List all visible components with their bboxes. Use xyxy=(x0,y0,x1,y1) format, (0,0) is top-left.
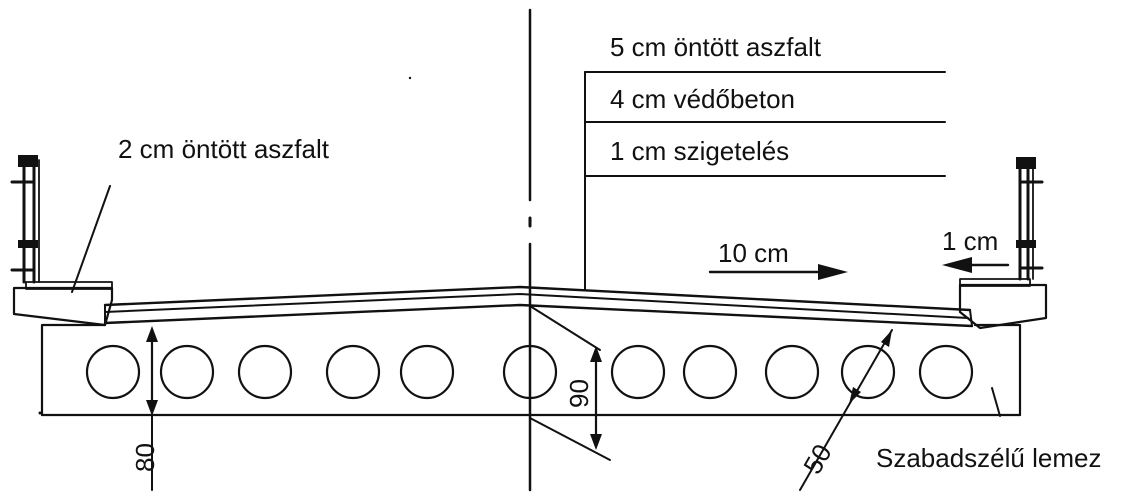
void-circle xyxy=(610,344,666,400)
void-circle xyxy=(764,344,820,400)
shift-right-label: 10 cm xyxy=(718,238,789,268)
layer-label-insulation: 1 cm szigetelés xyxy=(610,136,789,166)
pavement-layers xyxy=(103,285,974,328)
shift-left-arrow-icon xyxy=(942,257,1010,273)
void-circle xyxy=(502,344,558,400)
void-diameter-dimension xyxy=(799,329,893,491)
void-circle xyxy=(325,344,381,400)
slab-depth-value: 80 xyxy=(130,443,160,472)
slab-voids xyxy=(85,344,974,400)
left-asphalt-label: 2 cm öntött aszfalt xyxy=(118,134,330,164)
void-height-dimension xyxy=(529,305,611,461)
slab-label-leader xyxy=(991,387,1001,417)
void-circle xyxy=(85,344,141,400)
void-circle xyxy=(159,344,215,400)
slab-type-label: Szabadszélű lemez xyxy=(876,443,1101,473)
slab-depth-dimension xyxy=(146,326,158,491)
layer-leader-lines xyxy=(584,71,946,291)
stray-mark xyxy=(408,76,412,80)
void-circle xyxy=(918,344,974,400)
left-railing xyxy=(10,155,40,284)
void-circle xyxy=(682,344,738,400)
slab-outline xyxy=(40,323,1022,417)
right-railing xyxy=(1016,157,1044,281)
void-circle xyxy=(840,344,896,400)
layer-label-protective-concrete: 4 cm védőbeton xyxy=(610,84,795,114)
shift-right-arrow-icon xyxy=(708,264,848,280)
right-edge-beam xyxy=(958,278,1048,330)
void-circle xyxy=(399,344,455,400)
void-circle xyxy=(237,344,293,400)
left-edge-beam xyxy=(12,281,114,327)
void-height-value: 90 xyxy=(564,379,594,408)
shift-left-label: 1 cm xyxy=(942,226,998,256)
void-diameter-value: 50 xyxy=(797,439,837,479)
stray-mark xyxy=(38,411,42,415)
layer-label-asphalt: 5 cm öntött aszfalt xyxy=(610,32,822,62)
left-asphalt-leader xyxy=(71,185,111,293)
